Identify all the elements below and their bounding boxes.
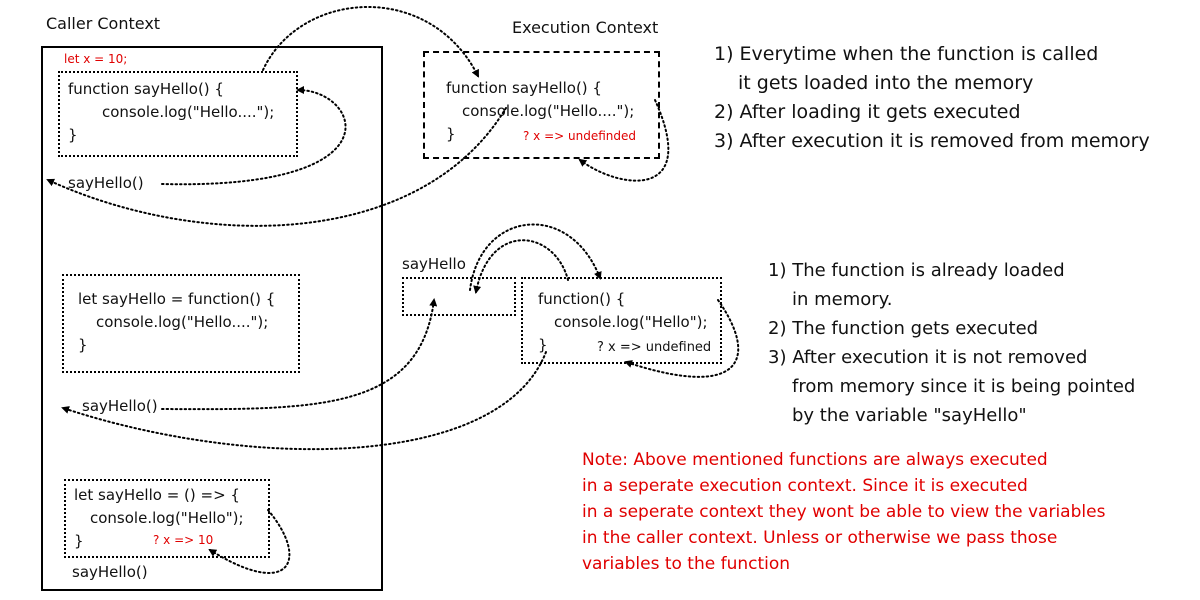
arrow-function-box xyxy=(64,479,270,558)
execution-context-line2: console.log("Hello...."); xyxy=(462,102,635,120)
function-expression-line2: console.log("Hello...."); xyxy=(96,313,269,331)
memory-function-line2: console.log("Hello"); xyxy=(554,313,708,331)
red-note-4: in the caller context. Unless or otherwi… xyxy=(582,528,1058,548)
notes-top-3: 2) After loading it gets executed xyxy=(714,101,1021,123)
arrow-function-note: ? x => 10 xyxy=(153,533,214,547)
arrow-function-line3: } xyxy=(74,532,84,550)
let-x-declaration: let x = 10; xyxy=(64,52,128,66)
arrow-function-to-variable xyxy=(473,239,569,294)
memory-variable-box xyxy=(402,277,516,316)
notes-bottom-6: by the variable "sayHello" xyxy=(792,405,1027,426)
caller-context-box xyxy=(41,46,383,591)
execution-context-title: Execution Context xyxy=(512,18,659,37)
arrow-execution-return xyxy=(46,107,507,227)
function-expression-line3: } xyxy=(78,336,88,354)
notes-bottom-4: 3) After execution it is not removed xyxy=(768,347,1088,368)
arrow-call2-to-variable xyxy=(161,298,438,411)
execution-context-box xyxy=(423,51,660,159)
function-expression-box xyxy=(62,274,300,373)
memory-function-note: ? x => undefined xyxy=(597,340,712,355)
arrow-call-to-function xyxy=(161,86,347,186)
red-note: Note: Above mentioned functions are alwa… xyxy=(582,447,1105,577)
arrow-memory-self-loop xyxy=(624,299,740,378)
notes-bottom: 1) The function is already loaded in mem… xyxy=(768,256,1135,430)
memory-function-line3: } xyxy=(538,336,548,354)
caller-context-title: Caller Context xyxy=(46,14,161,33)
function-expression-line1: let sayHello = function() { xyxy=(78,290,276,308)
arrow-load-to-execution xyxy=(262,6,479,78)
execution-context-line1: function sayHello() { xyxy=(446,79,602,97)
function-declaration-line3: } xyxy=(68,126,78,144)
memory-variable-label: sayHello xyxy=(402,255,466,273)
arrow-function-line1: let sayHello = () => { xyxy=(74,486,240,504)
arrow-function-line2: console.log("Hello"); xyxy=(90,509,244,527)
red-note-3: in a seperate context they wont be able … xyxy=(582,502,1106,522)
red-note-2: in a seperate execution context. Since i… xyxy=(582,476,1028,496)
execution-context-line3: } xyxy=(446,125,456,143)
notes-top-2: it gets loaded into the memory xyxy=(738,72,1034,94)
arrow-function-return xyxy=(61,351,547,451)
notes-bottom-3: 2) The function gets executed xyxy=(768,318,1039,339)
call-sayhello-3: sayHello() xyxy=(72,563,148,581)
red-note-1: Note: Above mentioned functions are alwa… xyxy=(582,450,1048,470)
memory-function-box xyxy=(521,277,722,364)
arrow-variable-to-function xyxy=(469,223,602,291)
notes-bottom-5: from memory since it is being pointed xyxy=(792,376,1136,397)
notes-bottom-2: in memory. xyxy=(792,289,893,310)
notes-top: 1) Everytime when the function is called… xyxy=(714,40,1150,156)
notes-top-4: 3) After execution it is removed from me… xyxy=(714,130,1150,152)
notes-bottom-1: 1) The function is already loaded xyxy=(768,260,1065,281)
function-declaration-line1: function sayHello() { xyxy=(68,80,224,98)
execution-context-note: ? x => undefinded xyxy=(523,129,637,143)
arrow-execution-self-loop xyxy=(578,99,670,182)
call-sayhello-1: sayHello() xyxy=(68,174,144,192)
arrow-arrowfn-self-loop xyxy=(208,509,291,574)
memory-function-line1: function() { xyxy=(538,290,626,308)
function-declaration-box xyxy=(58,71,298,157)
function-declaration-line2: console.log("Hello...."); xyxy=(102,103,275,121)
notes-top-1: 1) Everytime when the function is called xyxy=(714,43,1099,65)
red-note-5: variables to the function xyxy=(582,554,791,574)
call-sayhello-2: sayHello() xyxy=(82,397,158,415)
